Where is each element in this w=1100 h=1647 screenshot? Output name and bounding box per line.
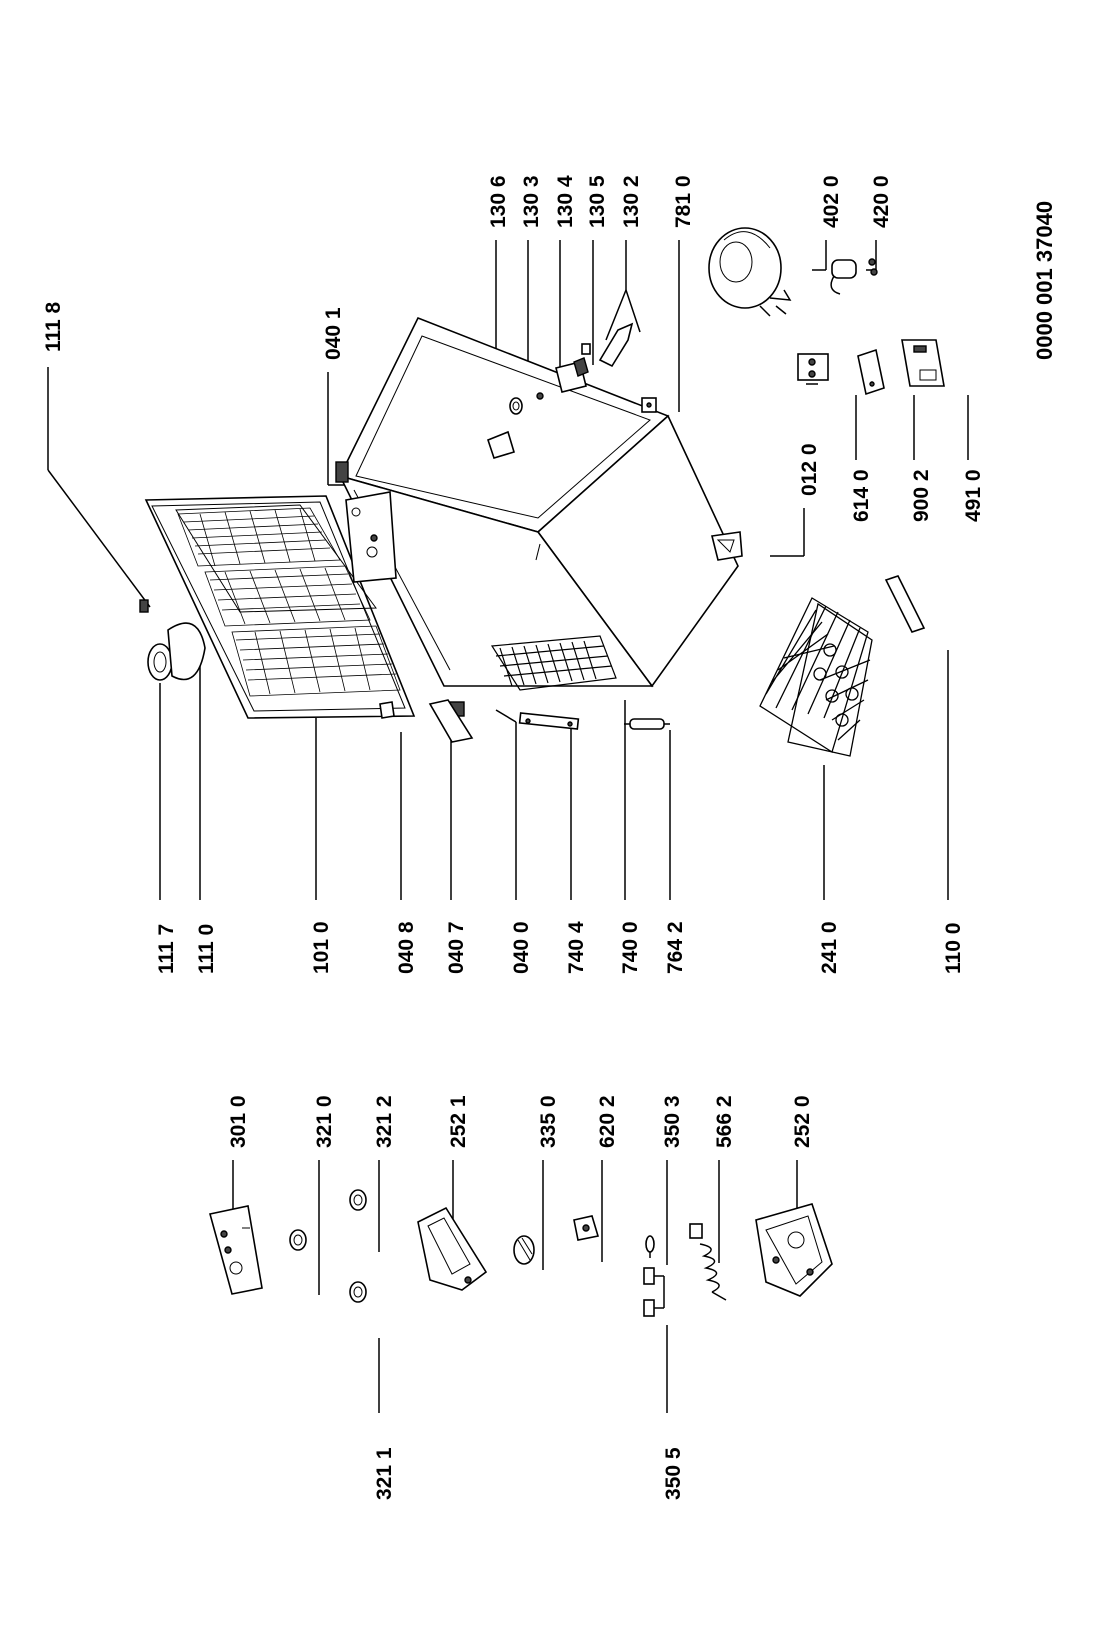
label-781-0: 781 0 [672,175,695,228]
condenser-740-0 [490,635,617,691]
hinge-cover-040-7 [428,699,474,743]
label-040-7: 040 7 [445,921,468,974]
label-012-0: 012 0 [798,443,821,496]
cabinet-control-panel [345,491,397,583]
lid-perforation-pattern [177,507,401,697]
relay-420-0 [830,258,878,295]
handle-110-0 [884,575,926,633]
label-111-8: 111 8 [42,301,65,352]
document-number: 0000 001 37040 [1032,201,1057,360]
label-130-5: 130 5 [586,175,609,228]
hinge-040-1 [335,461,349,483]
clip-111-8 [139,599,149,613]
label-614-0: 614 0 [850,469,873,522]
leader-lines [47,240,969,1413]
label-130-2: 130 2 [620,175,643,228]
board-900-2 [857,348,885,396]
label-130-3: 130 3 [520,175,543,228]
label-241-0: 241 0 [818,921,841,974]
knob-321-2 [349,1189,367,1211]
filter-drier-764-2 [624,718,670,730]
label-491-0: 491 0 [962,469,985,522]
freezer-cabinet [338,316,739,688]
label-620-2: 620 2 [596,1095,619,1148]
label-764-2: 764 2 [664,921,687,974]
label-301-0: 301 0 [227,1095,250,1148]
label-566-2: 566 2 [713,1095,736,1148]
dial-335-0 [513,1235,535,1265]
housing-252-0 [755,1203,833,1297]
label-040-0: 040 0 [510,921,533,974]
clip-040-8 [379,701,395,719]
label-130-6: 130 6 [487,175,510,228]
label-350-3: 350 3 [661,1095,684,1148]
label-321-1: 321 1 [373,1447,396,1500]
knob-321-1 [349,1281,367,1303]
label-321-0: 321 0 [313,1095,336,1148]
part-labels: 111 8 040 1 130 6 130 3 130 4 130 5 130 … [42,175,1057,1500]
label-111-0: 111 0 [195,924,218,974]
label-335-0: 335 0 [537,1095,560,1148]
label-101-0: 101 0 [310,921,333,974]
grommet-130-3 [509,397,523,415]
foot-012-0 [711,531,743,561]
lid-101-0 [144,495,416,719]
label-130-4: 130 4 [554,175,577,228]
label-252-0: 252 0 [791,1095,814,1148]
label-350-5: 350 5 [662,1447,685,1500]
control-panel-301-0 [209,1205,263,1295]
label-900-2: 900 2 [910,469,933,522]
label-040-8: 040 8 [395,921,418,974]
label-740-0: 740 0 [619,921,642,974]
label-321-2: 321 2 [373,1095,396,1148]
lamp-holder-350-5 [643,1267,665,1317]
housing-252-1 [417,1206,488,1291]
label-110-0: 110 0 [942,923,965,974]
label-740-4: 740 4 [565,921,588,974]
bracket-740-4 [518,712,580,730]
knob-321-0 [289,1229,307,1251]
basket-241-0 [759,597,873,757]
bracket-130-6 [487,430,515,459]
thermostat-566-2 [689,1223,727,1301]
label-040-1: 040 1 [322,307,345,360]
label-402-0: 402 0 [820,175,843,228]
label-111-7: 111 7 [155,924,178,974]
screws-130-2 [581,322,634,368]
label-420-0: 420 0 [870,175,893,228]
box-491-0 [901,339,945,387]
thermostat-614-0 [797,353,829,385]
plate-781-0 [641,397,657,413]
seal-111-7 [147,643,173,681]
switch-620-2 [573,1215,600,1241]
holder-130-5 [555,357,589,393]
label-252-1: 252 1 [447,1095,470,1148]
compressor-402-0 [708,227,792,317]
handle-plate-111-0 [167,622,206,681]
bulb-350-3 [645,1235,655,1258]
nut-130-4 [536,392,544,400]
